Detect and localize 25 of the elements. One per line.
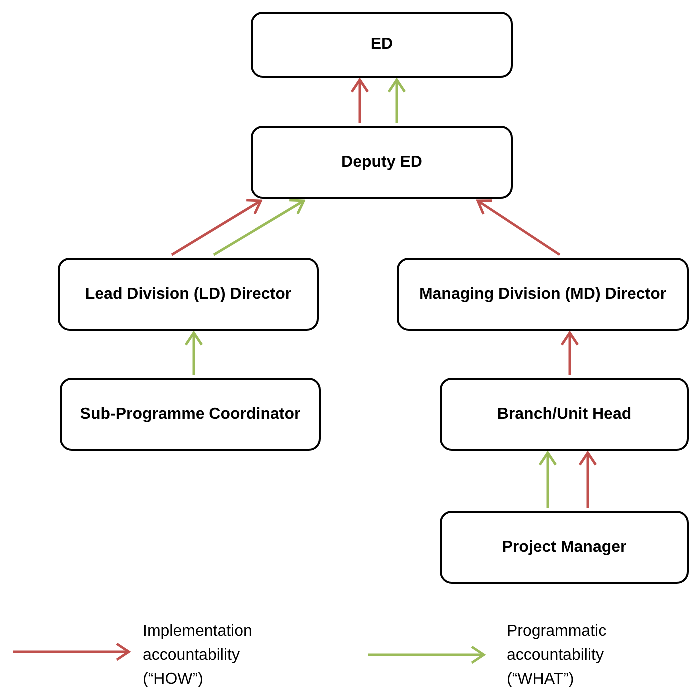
role-title: Lead Division (LD) Director [85,284,292,304]
role-title: Managing Division (MD) Director [419,284,667,304]
role-title: Sub-Programme Coordinator [80,404,301,424]
role-box [397,258,689,331]
role-title: ED [370,35,394,55]
role-box [60,378,321,451]
role-title: Project Manager [502,538,627,558]
arrow [184,332,204,375]
role-box [440,378,689,451]
arrow [476,200,561,256]
arrow [213,199,306,256]
role-title: Deputy ED [342,152,422,172]
role-box [58,258,319,331]
role-box [440,511,689,584]
arrow [538,452,558,508]
legend-text: Programmatic accountability (“WHAT”) [507,622,608,690]
arrow [350,78,370,123]
role-box [251,126,513,199]
arrow [578,452,598,508]
role-title: Branch/Unit Head [497,404,632,424]
arrow [171,199,262,256]
legend-text: Implementation accountability (“HOW”) [143,622,254,690]
role-box [251,12,513,78]
arrow [388,78,406,123]
arrow [560,332,580,375]
